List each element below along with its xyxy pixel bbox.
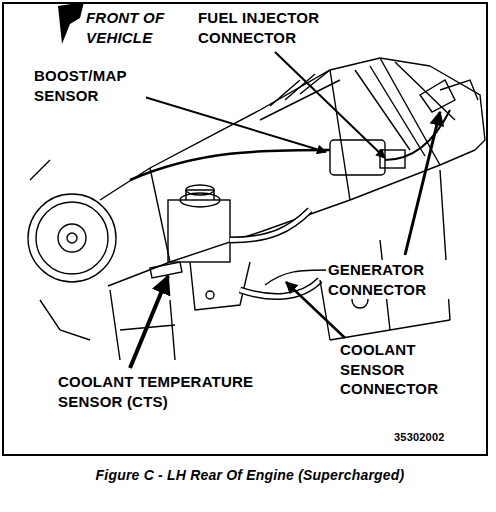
figure-number: 35302002: [392, 430, 447, 444]
leader-lines: [128, 52, 440, 368]
part-label: COOLANT SENSOR CONNECTOR: [338, 340, 467, 399]
part-label: FUEL INJECTOR CONNECTOR: [196, 8, 370, 47]
front-pennant: [58, 2, 84, 44]
figure-caption: Figure C - LH Rear Of Engine (Supercharg…: [20, 466, 480, 484]
orientation-label: FRONT OF VEHICLE: [84, 8, 180, 47]
part-label: COOLANT TEMPERATURE SENSOR (CTS): [56, 372, 295, 411]
engine-body: [28, 58, 485, 360]
part-label: GENERATOR CONNECTOR: [326, 260, 480, 299]
part-label: BOOST/MAP SENSOR: [32, 66, 146, 105]
frame: [3, 3, 487, 455]
